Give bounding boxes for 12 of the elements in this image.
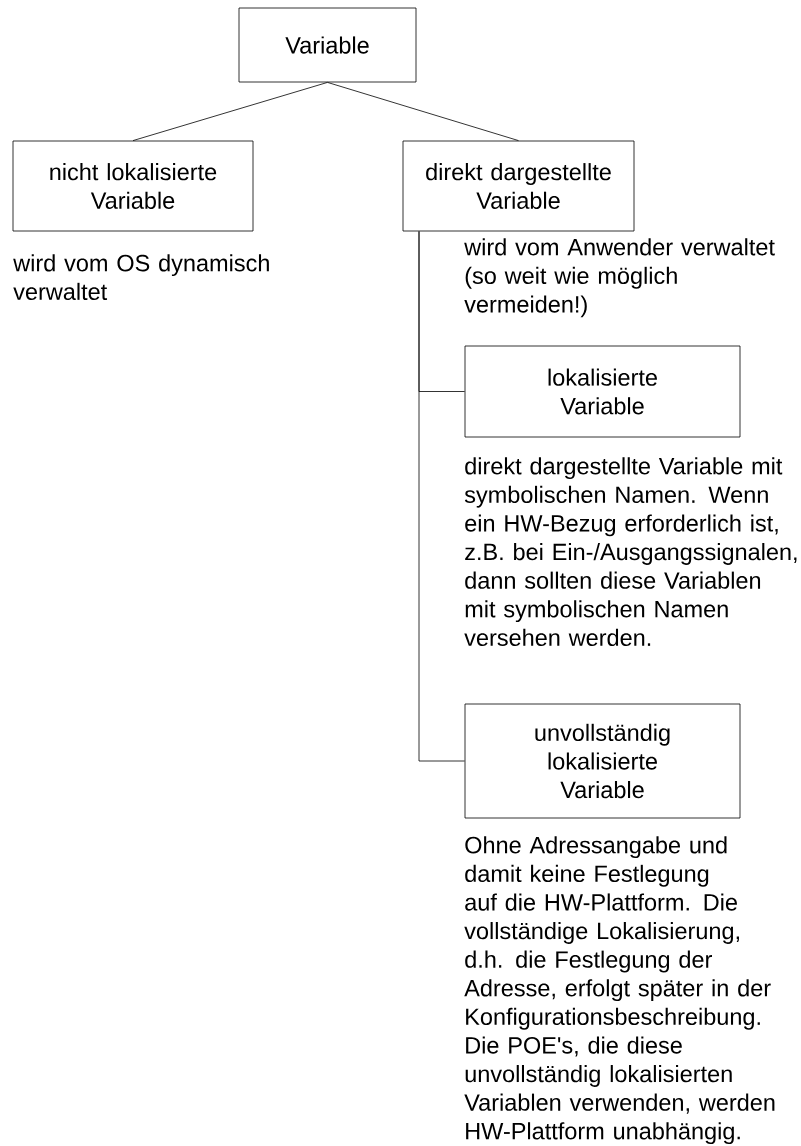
box: lokalisierte Variable <box>464 345 741 438</box>
description-text: direkt dargestellte Variable mit symbolischen Namen. Wenn ein HW-Bezug erforderlich ist, z.B. bei Ein-/Ausgangssignalen, dann sollten diese Variablen mit symbolischen Namen versehen werden. <box>464 457 797 647</box>
connector-line <box>132 82 328 141</box>
connector-line <box>327 82 519 141</box>
connector-line <box>418 231 465 762</box>
description-text: Ohne Adressangabe und damit keine Festlegung auf die HW-Plattform. Die vollständige Lokalisierung, d.h. die Festlegung der Adresse, erfolgt später in der Konfigurationsbeschreibung. Die POE's, die diese unvollständig lokalisierten Variablen verwenden, werden HW-Plattform unabhängig. <box>464 836 775 1145</box>
box: direkt dargestellte Variable <box>402 140 635 232</box>
description-text: wird vom OS dynamisch verwaltet <box>13 254 269 301</box>
box: Variable <box>238 7 417 83</box>
description-text: wird vom Anwender verwaltet (so weit wie möglich vermeiden!) <box>464 238 775 318</box>
box: unvollständig lokalisierte Variable <box>464 703 741 819</box>
box: nicht lokalisierte Variable <box>12 140 254 232</box>
